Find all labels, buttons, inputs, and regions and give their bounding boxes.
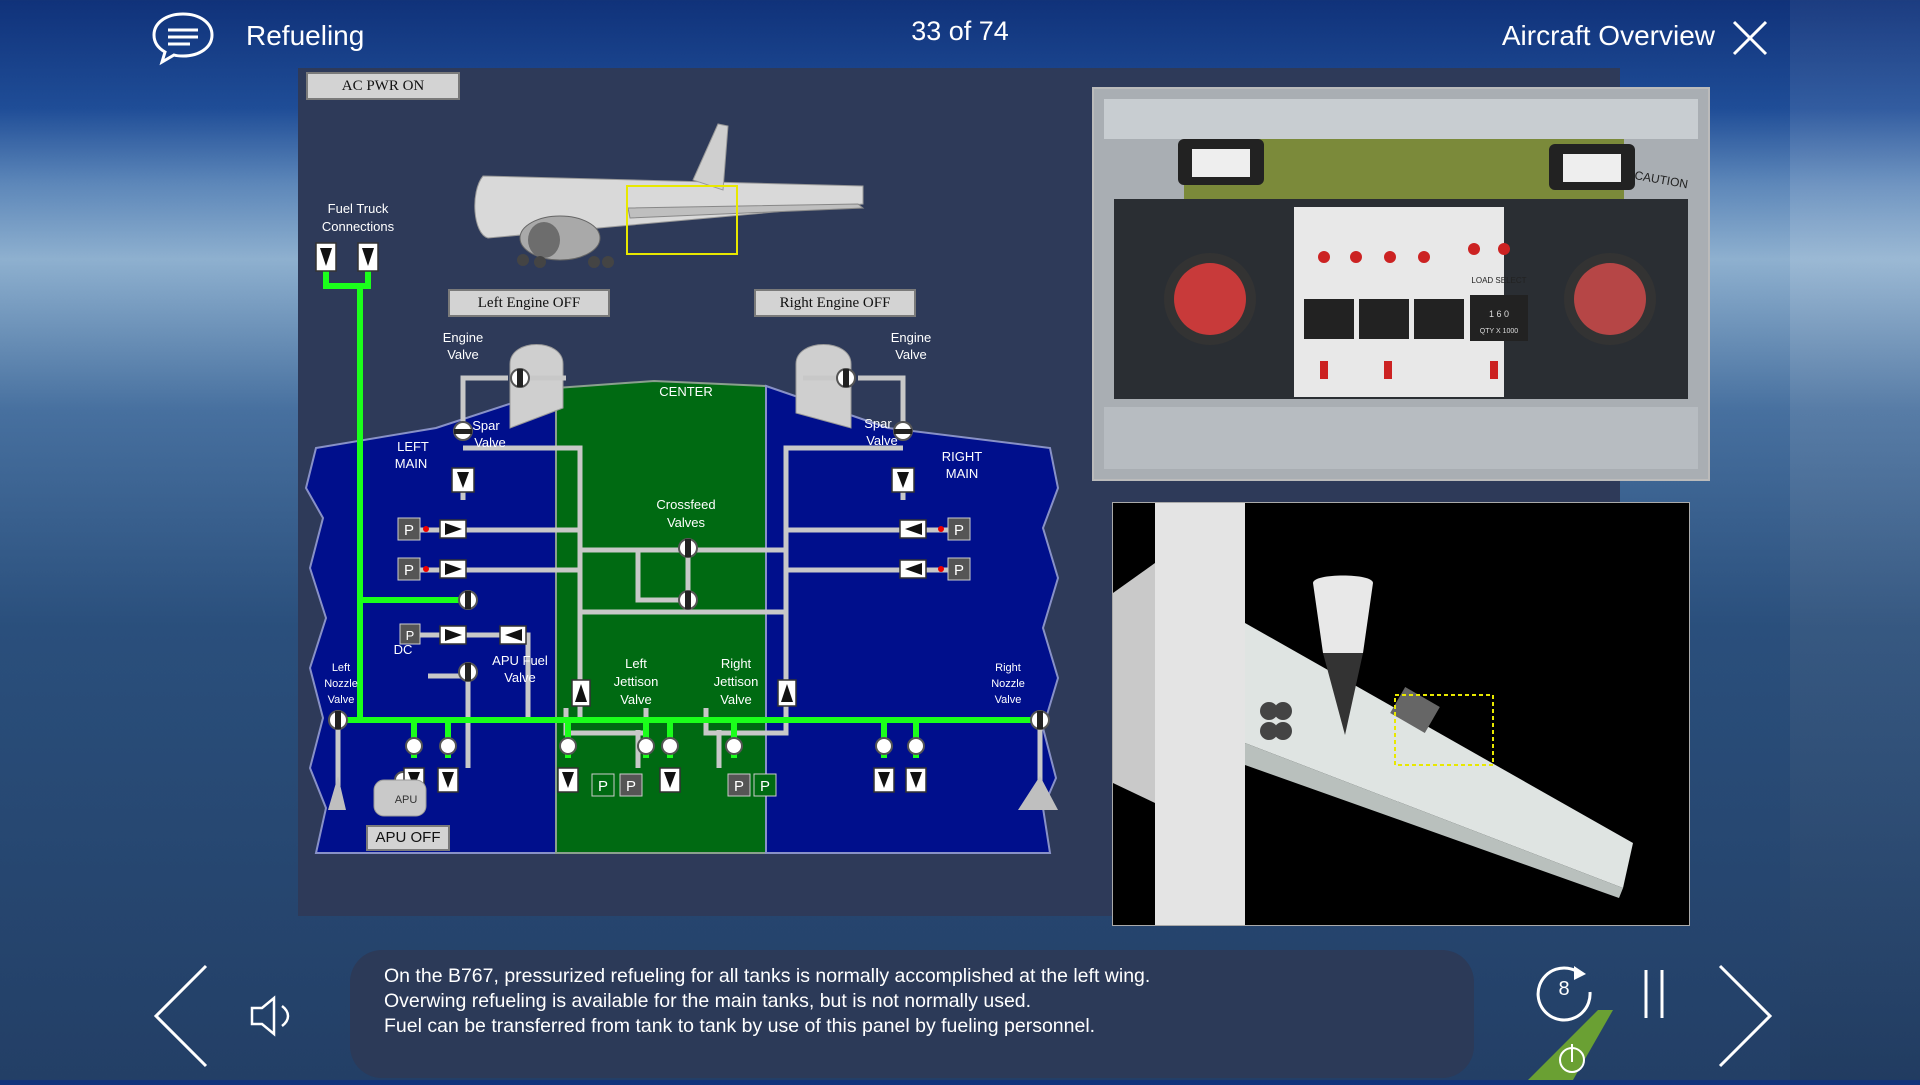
pump-labels: P P P P P P P P P	[404, 522, 964, 795]
svg-text:P: P	[598, 778, 608, 795]
svg-text:Engine: Engine	[891, 330, 931, 345]
replay-count: 8	[1558, 978, 1570, 1000]
logo-icon	[1528, 1010, 1613, 1080]
svg-text:Valve: Valve	[866, 433, 898, 448]
svg-text:P: P	[954, 522, 964, 539]
svg-text:Right: Right	[721, 656, 752, 671]
airplane-model	[474, 123, 865, 268]
svg-text:Fuel Truck: Fuel Truck	[328, 201, 389, 216]
content-panel: P P P P P P P P P APU Fuel Truck Connect…	[298, 68, 1620, 916]
refuel-panel-highlight	[626, 185, 738, 255]
caption-line-2: Overwing refueling is available for the …	[384, 990, 1032, 1012]
load-select-text: LOAD SELECT	[1471, 276, 1526, 285]
nozzle-labels: Left Nozzle Valve Right Nozzle Valve	[324, 662, 1025, 706]
svg-text:Jettison: Jettison	[614, 674, 659, 689]
right-engine-nacelle	[795, 344, 852, 429]
svg-text:LEFT: LEFT	[397, 439, 429, 454]
svg-text:P: P	[404, 522, 414, 539]
left-engine-button[interactable]: Left Engine OFF	[448, 289, 610, 317]
chat-button[interactable]	[150, 10, 216, 66]
svg-text:P: P	[954, 562, 964, 579]
speaker-icon	[250, 995, 290, 1037]
caption-line-3: Fuel can be transferred from tank to tan…	[384, 1015, 1096, 1037]
pause-icon	[1644, 970, 1664, 1018]
airline-logo	[1518, 1010, 1618, 1080]
apu-label: APU	[395, 794, 418, 806]
svg-text:Left: Left	[332, 662, 350, 674]
svg-text:Spar: Spar	[472, 418, 500, 433]
left-nozzle	[308, 776, 346, 810]
refuel-panel-location	[1394, 694, 1494, 766]
svg-text:Jettison: Jettison	[714, 674, 759, 689]
svg-text:Connections: Connections	[322, 219, 395, 234]
svg-text:P: P	[626, 778, 636, 795]
svg-text:APU Fuel: APU Fuel	[492, 653, 548, 668]
next-page-button[interactable]	[1712, 962, 1776, 1070]
qty-digits: 1 6 0	[1489, 309, 1509, 319]
refuel-panel-photo: CAUTION LOAD SELECT 1 6 0 QTY X 1000	[1092, 87, 1710, 481]
fuel-schematic: P P P P P P P P P APU Fuel Truck Connect…	[304, 123, 1060, 854]
check-arrows	[320, 248, 922, 788]
svg-text:RIGHT: RIGHT	[942, 449, 983, 464]
left-main-tank	[304, 386, 559, 854]
fuel-system-diagram: P P P P P P P P P APU Fuel Truck Connect…	[298, 68, 1088, 916]
qty-units: QTY X 1000	[1480, 328, 1519, 335]
svg-text:P: P	[404, 562, 414, 579]
svg-text:P: P	[406, 628, 415, 643]
close-button[interactable]	[1730, 18, 1770, 58]
right-engine-button[interactable]: Right Engine OFF	[754, 289, 916, 317]
svg-text:Valve: Valve	[620, 692, 652, 707]
svg-text:Right: Right	[995, 662, 1021, 674]
svg-text:Spar: Spar	[864, 416, 892, 431]
svg-text:P: P	[760, 778, 770, 795]
svg-text:Valve: Valve	[720, 692, 752, 707]
wing-illustration	[1113, 503, 1689, 925]
svg-text:MAIN: MAIN	[395, 456, 428, 471]
left-engine-nacelle	[509, 344, 564, 429]
svg-text:P: P	[734, 778, 744, 795]
diagram-labels: Fuel Truck Connections Engine Valve Engi…	[322, 201, 982, 707]
right-nozzle	[1018, 776, 1058, 810]
replay-button[interactable]	[1534, 962, 1600, 1028]
apu-unit	[373, 779, 427, 817]
svg-text:CENTER: CENTER	[659, 384, 712, 399]
apu-button[interactable]: APU OFF	[366, 825, 450, 851]
section-title: Aircraft Overview	[1501, 20, 1715, 51]
chevron-right-icon	[1718, 964, 1773, 1068]
svg-text:MAIN: MAIN	[946, 466, 979, 481]
pause-button[interactable]	[1640, 968, 1670, 1020]
replay-icon	[1536, 966, 1592, 1022]
page-counter: 33 of 74	[911, 16, 1009, 46]
svg-text:Nozzle: Nozzle	[991, 678, 1025, 690]
svg-text:Left: Left	[625, 656, 647, 671]
wing-location-photo	[1112, 502, 1690, 926]
valve-bars	[335, 369, 1043, 729]
ac-power-button[interactable]: AC PWR ON	[306, 72, 460, 100]
svg-text:Crossfeed: Crossfeed	[656, 497, 715, 512]
svg-text:Valve: Valve	[328, 694, 355, 706]
background-band	[1790, 0, 1920, 1080]
lesson-title: Refueling	[246, 20, 365, 51]
caption-line-1: On the B767, pressurized refueling for a…	[384, 965, 1151, 987]
right-main-tank	[765, 384, 1060, 854]
refuel-panel-illustration: CAUTION LOAD SELECT 1 6 0 QTY X 1000	[1094, 89, 1708, 479]
chat-icon	[152, 12, 214, 66]
svg-text:DC: DC	[394, 642, 413, 657]
pumps	[397, 517, 971, 797]
audio-button[interactable]	[248, 990, 300, 1042]
svg-text:Valve: Valve	[474, 435, 506, 450]
previous-page-button[interactable]	[150, 962, 214, 1070]
close-icon	[1732, 20, 1768, 56]
top-bar: Refueling 33 of 74 Aircraft Overview	[0, 0, 1920, 70]
chevron-left-icon	[153, 964, 208, 1068]
svg-text:Valves: Valves	[667, 515, 706, 530]
svg-text:Nozzle: Nozzle	[324, 678, 358, 690]
svg-text:Engine: Engine	[443, 330, 483, 345]
svg-text:Valve: Valve	[504, 670, 536, 685]
narration-caption: On the B767, pressurized refueling for a…	[350, 950, 1474, 1078]
svg-text:Valve: Valve	[995, 694, 1022, 706]
svg-text:Valve: Valve	[447, 347, 479, 362]
svg-text:Valve: Valve	[895, 347, 927, 362]
